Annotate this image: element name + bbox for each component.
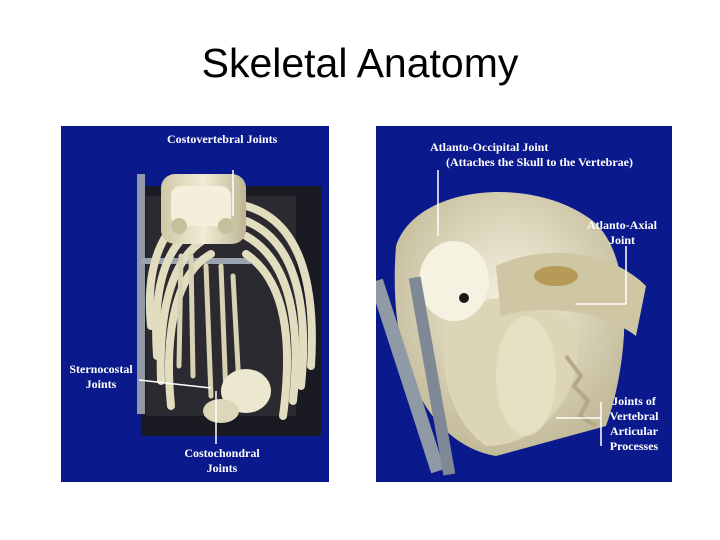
label-atlanto-occipital-line-2: (Attaches the Skull to the Vertebrae) (446, 155, 633, 169)
skull-cervical-photo: Atlanto-Occipital Joint (Attaches the Sk… (376, 126, 672, 482)
label-costochondral-joints: Costochondral Joints (167, 446, 277, 476)
label-vertebral-line-4: Processes (609, 439, 659, 453)
label-atlanto-occipital-line-1: Atlanto-Occipital Joint (430, 140, 549, 154)
skull-cervical-illustration (376, 170, 646, 476)
rib-cage-illustration (137, 170, 321, 444)
label-costochondral-line-1: Costochondral (184, 446, 260, 460)
label-vertebral-articular-processes: Joints of Vertebral Articular Processes (596, 394, 672, 454)
label-vertebral-line-3: Articular (610, 424, 658, 438)
label-atlanto-axial-joint: Atlanto-Axial Joint (572, 218, 672, 248)
label-costovertebral-joints: Costovertebral Joints (167, 132, 278, 146)
label-sternocostal-joints: Sternocostal Joints (61, 362, 141, 392)
label-vertebral-line-1: Joints of (612, 394, 656, 408)
label-vertebral-line-2: Vertebral (609, 409, 659, 423)
label-atlanto-axial-line-2: Joint (608, 233, 635, 247)
label-costochondral-line-2: Joints (206, 461, 238, 475)
label-atlanto-occipital-joint: Atlanto-Occipital Joint (Attaches the Sk… (430, 140, 633, 170)
slide-title: Skeletal Anatomy (201, 40, 519, 86)
label-sternocostal-line-1: Sternocostal (69, 362, 133, 376)
rib-cage-photo: Costovertebral Joints Sternocostal Joint… (61, 126, 329, 482)
label-atlanto-axial-line-1: Atlanto-Axial (587, 218, 657, 232)
label-sternocostal-line-2: Joints (85, 377, 117, 391)
